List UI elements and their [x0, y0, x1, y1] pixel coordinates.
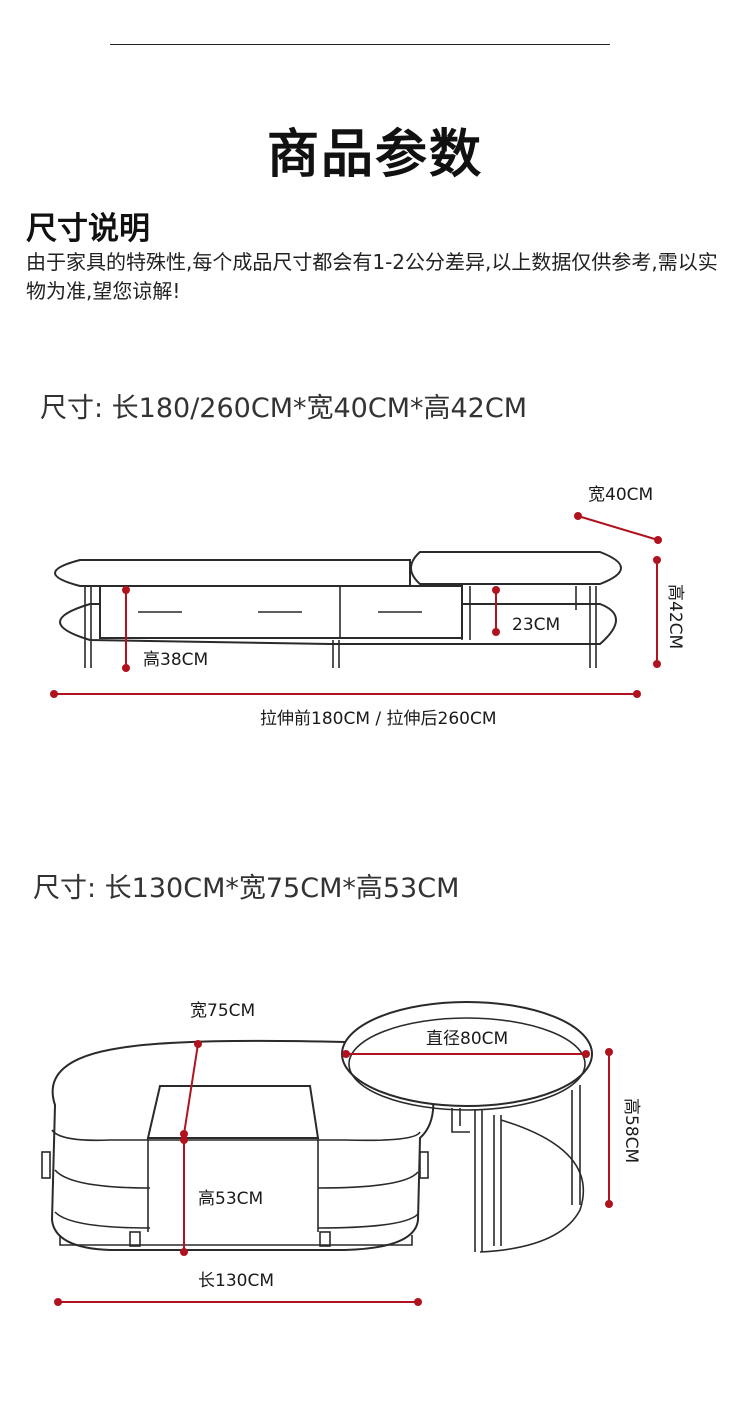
size-disclaimer: 由于家具的特殊性,每个成品尺寸都会有1-2公分差异,以上数据仅供参考,需以实物为…	[26, 250, 718, 303]
tv-body-height-label: 高38CM	[143, 650, 208, 670]
tv-height-total-label: 高42CM	[665, 584, 685, 649]
coffee-width-label: 宽75CM	[190, 1001, 255, 1021]
coffee-main-height-label: 高53CM	[198, 1189, 263, 1209]
coffee-dimension-lines	[54, 1040, 613, 1306]
coffee-diameter-label: 直径80CM	[426, 1029, 508, 1049]
tv-length-label: 拉伸前180CM / 拉伸后260CM	[260, 709, 497, 729]
page-title: 商品参数	[266, 125, 483, 185]
tv-cabinet-outline	[54, 551, 622, 668]
tv-cabinet-diagram: 宽40CM 高42CM 23CM 高38CM 拉伸前180CM / 拉伸后260…	[50, 485, 685, 729]
tv-cabinet-spec: 尺寸: 长180/260CM*宽40CM*高42CM	[40, 393, 528, 424]
tv-width-label: 宽40CM	[588, 485, 653, 505]
coffee-table-outline	[41, 1001, 593, 1253]
size-heading: 尺寸说明	[26, 211, 150, 247]
tv-dimension-lines	[50, 512, 662, 698]
coffee-table-diagram: 宽75CM 直径80CM 高58CM 高53CM 长130CM	[41, 1001, 641, 1306]
coffee-length-label: 长130CM	[198, 1271, 274, 1291]
coffee-side-height-label: 高58CM	[621, 1098, 641, 1163]
top-divider	[110, 44, 610, 45]
coffee-table-spec: 尺寸: 长130CM*宽75CM*高53CM	[33, 873, 460, 904]
tv-inner-height-label: 23CM	[512, 615, 560, 635]
